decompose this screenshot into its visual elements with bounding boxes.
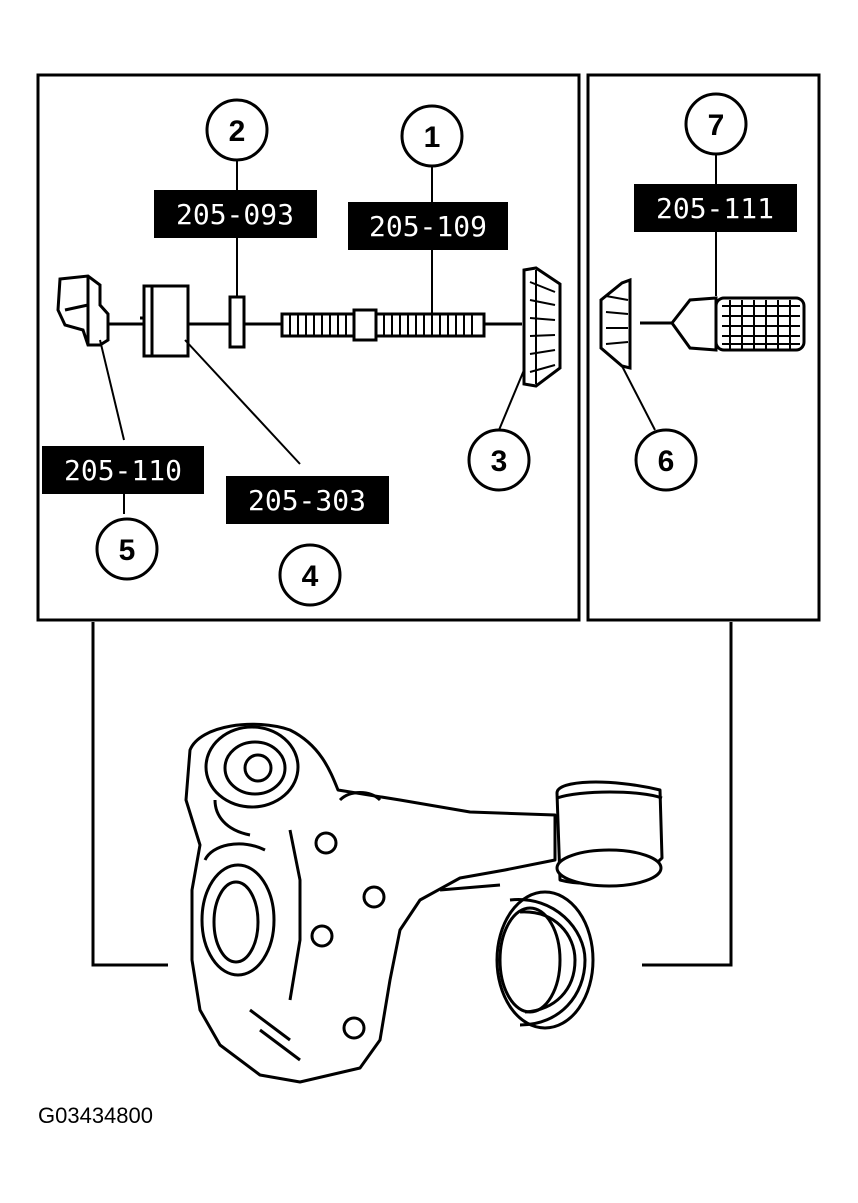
right-tool-panel: [586, 73, 821, 622]
tool-label-205-303: 205-303: [226, 476, 389, 524]
tool-label-205-110-text: 205-110: [64, 454, 182, 487]
tool-205-093-shape: [228, 295, 246, 349]
callout-6-number: 6: [658, 445, 675, 478]
callout-7-number: 7: [708, 109, 725, 142]
gear-6-shape: [599, 277, 632, 370]
callout-2-number: 2: [229, 115, 246, 148]
tool-label-205-109-text: 205-109: [369, 210, 487, 243]
right-tool-assembly: [599, 277, 806, 370]
bevel-gear-3-shape: [522, 266, 562, 388]
tool-205-109-shape: [280, 308, 486, 342]
tool-label-205-109: 205-109: [348, 202, 508, 250]
callout-3: 3: [467, 428, 531, 492]
differential-housing: [184, 722, 664, 1084]
callout-4-number: 4: [302, 560, 319, 593]
callout-5-number: 5: [119, 534, 136, 567]
callout-1: 1: [400, 104, 464, 168]
callout-4: 4: [278, 543, 342, 607]
tool-label-205-093: 205-093: [154, 190, 317, 238]
tool-label-205-110: 205-110: [42, 446, 204, 494]
tool-205-110-shape: [56, 274, 110, 347]
tool-label-205-111: 205-111: [634, 184, 797, 232]
left-tool-panel: [36, 73, 581, 622]
callout-6: 6: [634, 428, 698, 492]
tool-205-111-shape: [670, 296, 806, 352]
panel-connector-lines: [91, 622, 733, 967]
callout-1-number: 1: [424, 121, 441, 154]
callout-5: 5: [95, 517, 159, 581]
left-tool-assembly: [56, 266, 562, 388]
tool-205-303-shape: [140, 284, 190, 358]
tool-label-205-111-text: 205-111: [656, 192, 774, 225]
callout-7: 7: [684, 92, 748, 156]
callout-2: 2: [205, 98, 269, 162]
callout-3-number: 3: [491, 445, 508, 478]
tool-label-205-303-text: 205-303: [248, 484, 366, 517]
figure-id: G03434800: [38, 1103, 153, 1128]
tool-label-205-093-text: 205-093: [176, 198, 294, 231]
